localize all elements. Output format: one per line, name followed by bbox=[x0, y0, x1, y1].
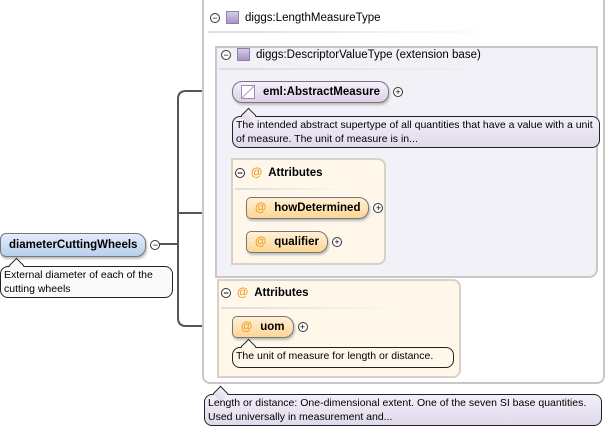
element-name: diameterCuttingWheels bbox=[9, 239, 138, 251]
documentation-tooltip: The unit of measure for length or distan… bbox=[232, 347, 454, 368]
attribute-icon: @ bbox=[255, 236, 267, 248]
abstract-icon bbox=[241, 85, 255, 99]
documentation-tooltip: The intended abstract supertype of all q… bbox=[232, 116, 600, 148]
expand-icon[interactable]: + bbox=[373, 203, 384, 213]
divider bbox=[208, 31, 508, 33]
expand-icon[interactable]: + bbox=[331, 237, 342, 247]
attributes-title: Attributes bbox=[254, 287, 309, 299]
abstract-element-row: eml:AbstractMeasure + bbox=[232, 81, 403, 103]
attribute-row: @howDetermined + bbox=[246, 197, 384, 219]
abstract-element-node[interactable]: eml:AbstractMeasure bbox=[232, 81, 389, 103]
divider bbox=[219, 68, 499, 70]
complex-type-icon bbox=[237, 48, 250, 61]
complex-type-icon bbox=[226, 11, 239, 24]
collapse-icon[interactable]: − bbox=[221, 49, 231, 60]
attribute-icon: @ bbox=[255, 202, 267, 214]
type-title: diggs:LengthMeasureType bbox=[245, 11, 381, 24]
attributes-title: Attributes bbox=[268, 167, 323, 179]
collapse-icon[interactable]: − bbox=[150, 240, 161, 250]
expand-icon[interactable]: + bbox=[392, 87, 403, 97]
attribute-row: @uom + bbox=[232, 316, 308, 338]
root-element-row: diameterCuttingWheels − bbox=[0, 233, 161, 257]
collapse-icon[interactable]: − bbox=[235, 168, 245, 178]
attribute-node-qualifier[interactable]: @qualifier bbox=[246, 231, 328, 253]
attribute-icon: @ bbox=[237, 287, 249, 299]
divider bbox=[235, 188, 345, 190]
base-title: diggs:DescriptorValueType (extension bas… bbox=[256, 48, 481, 61]
attribute-icon: @ bbox=[251, 167, 263, 179]
attribute-node-howdetermined[interactable]: @howDetermined bbox=[246, 197, 370, 219]
collapse-icon[interactable]: − bbox=[221, 288, 231, 298]
attribute-node-uom[interactable]: @uom bbox=[232, 316, 294, 338]
collapse-icon[interactable]: − bbox=[210, 12, 220, 23]
expand-icon[interactable]: + bbox=[297, 322, 308, 332]
type-documentation-tooltip: Length or distance: One-dimensional exte… bbox=[204, 394, 602, 426]
element-name: eml:AbstractMeasure bbox=[263, 86, 380, 98]
attribute-row: @qualifier + bbox=[246, 231, 342, 253]
divider bbox=[221, 307, 401, 309]
documentation-tooltip: External diameter of each of the cutting… bbox=[0, 266, 173, 298]
attribute-icon: @ bbox=[241, 321, 253, 333]
root-element-node[interactable]: diameterCuttingWheels bbox=[0, 233, 147, 257]
